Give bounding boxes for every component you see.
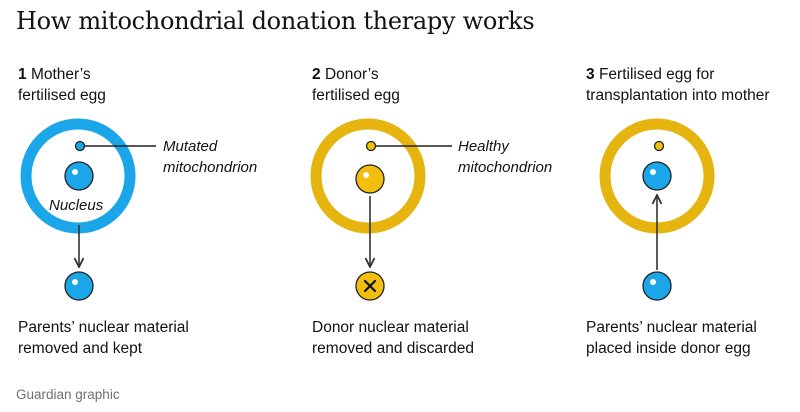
step-1-caption-line2: removed and kept bbox=[18, 340, 143, 357]
nucleus-label: Nucleus bbox=[49, 197, 104, 214]
kept-nucleus bbox=[64, 271, 94, 301]
chart-title: How mitochondrial donation therapy works bbox=[16, 7, 535, 35]
step-2-caption-line2: removed and discarded bbox=[312, 340, 474, 357]
step-3-caption-line1: Parents’ nuclear material bbox=[586, 319, 757, 336]
mother-egg-group: Mutated mitochondrion Nucleus bbox=[20, 118, 257, 301]
step-1-caption-line1: Parents’ nuclear material bbox=[18, 319, 189, 336]
source-credit: Guardian graphic bbox=[16, 387, 120, 402]
step-3-caption: Parents’ nuclear material placed inside … bbox=[586, 317, 757, 359]
parents-nucleus bbox=[642, 271, 672, 301]
parents-nucleus-highlight bbox=[650, 279, 656, 285]
step-1-heading: 1 Mother’s fertilised egg bbox=[18, 64, 106, 106]
donor-nucleus bbox=[355, 164, 385, 194]
step-3-label-line1: Fertilised egg for bbox=[598, 66, 715, 83]
mother-nucleus bbox=[64, 161, 94, 191]
donor-nucleus-highlight bbox=[363, 172, 369, 178]
step-1-label-line1: Mother’s bbox=[30, 66, 91, 83]
step-2-number: 2 bbox=[312, 66, 321, 83]
nucleus-highlight bbox=[72, 169, 78, 175]
mutated-mitochondrion-label: mitochondrion bbox=[163, 159, 257, 176]
step-3-caption-line2: placed inside donor egg bbox=[586, 340, 751, 357]
transplant-healthy-mitochondrion bbox=[653, 140, 665, 152]
step-3-number: 3 bbox=[586, 66, 595, 83]
step-2-caption-line1: Donor nuclear material bbox=[312, 319, 469, 336]
healthy-mitochondrion-label: mitochondrion bbox=[458, 159, 552, 176]
healthy-label: Healthy bbox=[458, 138, 510, 155]
step-3-heading: 3 Fertilised egg for transplantation int… bbox=[586, 64, 770, 106]
step-1-label-line2: fertilised egg bbox=[18, 87, 106, 104]
step-1-caption: Parents’ nuclear material removed and ke… bbox=[18, 317, 189, 359]
step-2-caption: Donor nuclear material removed and disca… bbox=[312, 317, 474, 359]
transplant-egg-group bbox=[599, 118, 715, 301]
transplanted-nucleus bbox=[642, 161, 672, 191]
mutated-label: Mutated bbox=[163, 138, 218, 155]
donor-egg-group: Healthy mitochondrion bbox=[310, 118, 552, 301]
mutated-mitochondrion bbox=[74, 140, 86, 152]
step-2-label-line2: fertilised egg bbox=[312, 87, 400, 104]
step-2-label-line1: Donor’s bbox=[324, 66, 379, 83]
x-mark-icon bbox=[363, 279, 377, 293]
kept-nucleus-highlight bbox=[72, 279, 78, 285]
step-1-number: 1 bbox=[18, 66, 27, 83]
step-3-label-line2: transplantation into mother bbox=[586, 87, 770, 104]
step-2-heading: 2 Donor’s fertilised egg bbox=[312, 64, 400, 106]
transplanted-nucleus-highlight bbox=[650, 169, 656, 175]
healthy-mitochondrion bbox=[365, 140, 377, 152]
